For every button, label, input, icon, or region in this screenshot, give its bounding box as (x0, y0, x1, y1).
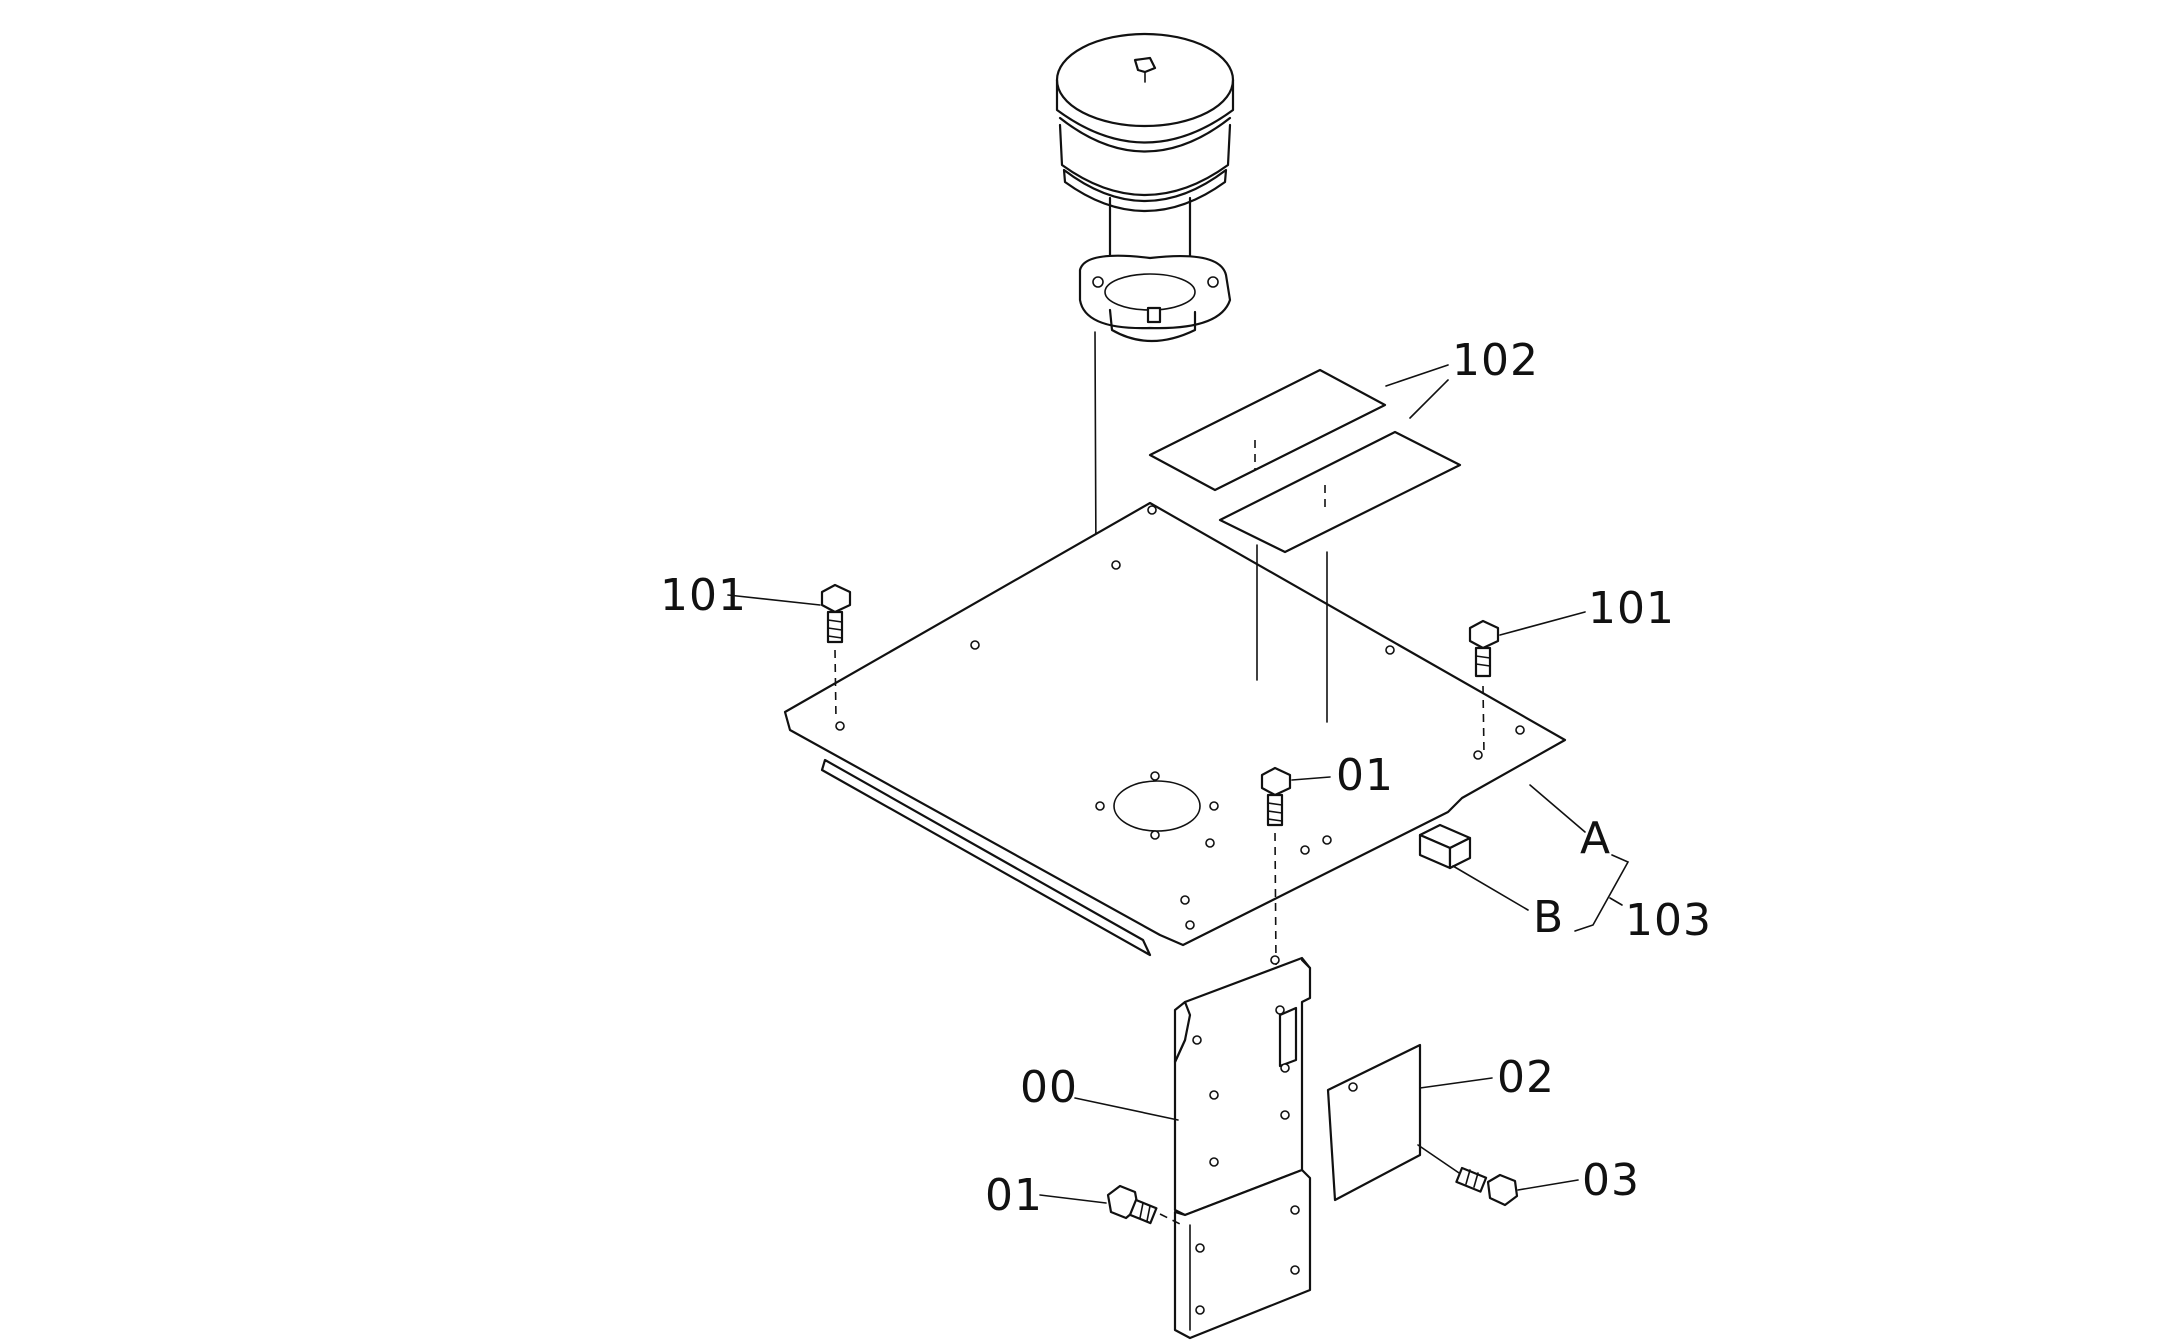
label-b: B (1533, 892, 1564, 943)
label-a: A (1580, 813, 1611, 864)
bolt-03 (1417, 1144, 1519, 1207)
rubber-block-b (1418, 823, 1472, 870)
bracket-103 (1574, 854, 1630, 932)
air-cleaner-assembly (1055, 32, 1235, 343)
decal-plates (1148, 368, 1462, 554)
label-103: 103 (1625, 895, 1712, 946)
label-102: 102 (1452, 335, 1539, 386)
base-plate (783, 501, 1567, 957)
bolt-01-center (1260, 766, 1292, 966)
label-03: 03 (1582, 1155, 1640, 1206)
bracket-00 (1173, 955, 1312, 1340)
label-02: 02 (1497, 1052, 1555, 1103)
bolt-101-left (820, 583, 852, 721)
label-01-bracket: 01 (985, 1170, 1043, 1221)
label-01-center: 01 (1336, 750, 1394, 801)
label-101-right: 101 (1588, 583, 1675, 634)
label-101-left: 101 (660, 570, 747, 621)
bolt-01-bracket (1106, 1184, 1183, 1226)
bolt-101-right (1468, 619, 1500, 756)
label-00: 00 (1020, 1062, 1078, 1113)
cover-plate-02 (1326, 1043, 1422, 1202)
